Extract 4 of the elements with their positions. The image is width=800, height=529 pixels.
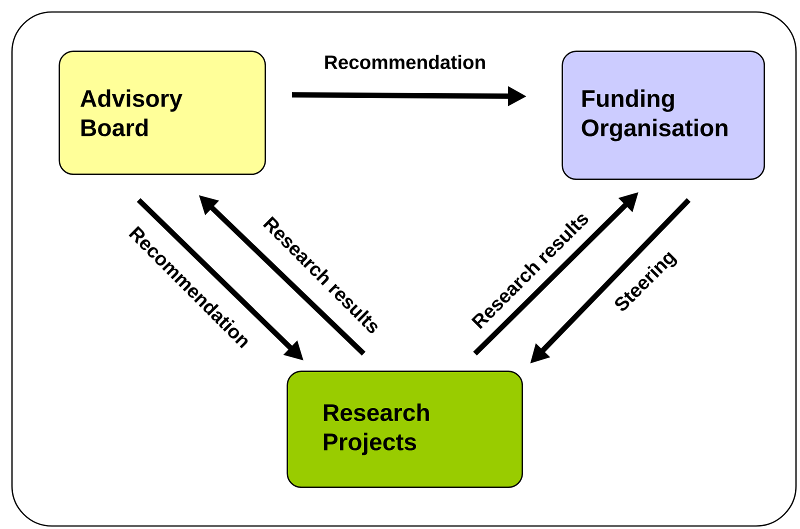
process-box: Advisory Board	[58, 50, 266, 175]
edge-label: Recommendation	[325, 54, 485, 70]
process-box: Research Projects	[286, 370, 523, 488]
process-box: Funding Organisation	[562, 50, 765, 180]
